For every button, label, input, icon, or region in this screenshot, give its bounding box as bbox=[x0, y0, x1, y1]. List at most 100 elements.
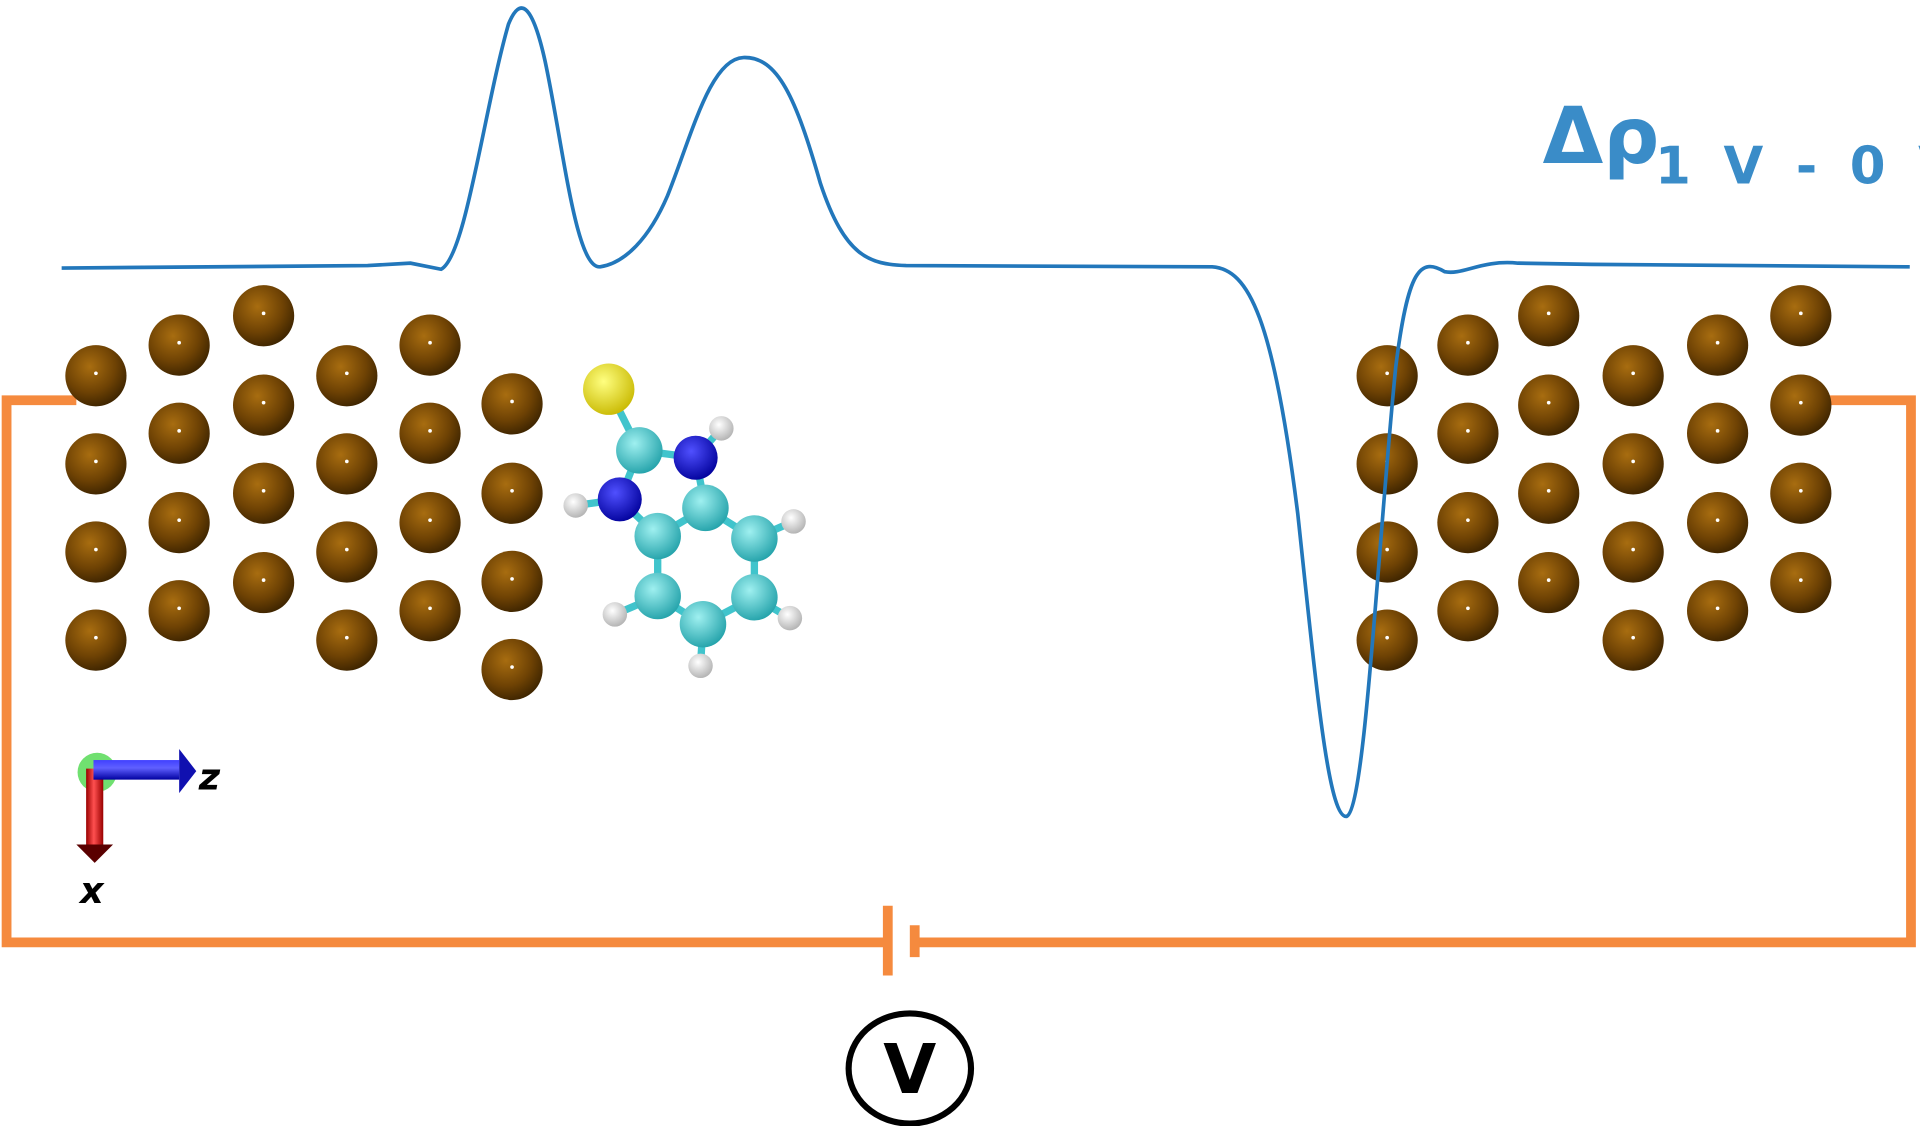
gold-atom bbox=[1518, 551, 1580, 614]
atom-highlight bbox=[1385, 371, 1389, 376]
voltmeter: V bbox=[845, 1010, 975, 1126]
carbon-atom bbox=[731, 515, 778, 562]
carbon-atom bbox=[682, 484, 729, 532]
circuit-wire bbox=[1, 395, 1916, 976]
molecule-atoms bbox=[563, 363, 806, 679]
gold-atom bbox=[1437, 402, 1499, 464]
gold-atom bbox=[1770, 285, 1832, 347]
gold-atom bbox=[399, 314, 461, 376]
gold-atom bbox=[1687, 314, 1749, 376]
gold-atom bbox=[481, 462, 543, 524]
carbon-atom bbox=[679, 600, 727, 648]
atom-highlight bbox=[344, 371, 349, 376]
hydrogen-atom bbox=[781, 509, 806, 534]
atom-highlight bbox=[1715, 606, 1720, 611]
atom-highlight bbox=[1631, 371, 1635, 376]
atom-highlight bbox=[261, 578, 266, 582]
atom-highlight bbox=[1385, 635, 1389, 640]
gold-atom bbox=[1770, 551, 1832, 614]
gold-atom bbox=[232, 285, 295, 347]
atom-highlight bbox=[1546, 578, 1551, 582]
gold-atom bbox=[316, 433, 378, 495]
gold-atom bbox=[65, 345, 127, 407]
nitrogen-atom bbox=[597, 477, 642, 522]
gold-atom bbox=[232, 551, 295, 614]
gold-atom bbox=[1687, 580, 1749, 642]
gold-atom bbox=[481, 550, 543, 612]
atom-highlight bbox=[428, 340, 432, 345]
sulfur-atom bbox=[583, 363, 635, 415]
atom-highlight bbox=[1466, 428, 1470, 433]
gold-atom bbox=[1518, 374, 1580, 436]
atom-highlight bbox=[1466, 606, 1470, 611]
atom-highlight bbox=[344, 547, 349, 552]
atom-highlight bbox=[177, 340, 181, 345]
gold-atom bbox=[399, 402, 461, 464]
atom-highlight bbox=[94, 547, 98, 552]
carbon-atom bbox=[634, 512, 681, 560]
gold-atom bbox=[65, 609, 127, 671]
carbon-atom bbox=[616, 427, 663, 474]
hydrogen-atom bbox=[709, 416, 734, 441]
gold-atom bbox=[316, 609, 378, 671]
gold-atom bbox=[1770, 374, 1832, 436]
atom-highlight bbox=[1798, 488, 1803, 493]
atom-highlight bbox=[1798, 578, 1803, 582]
gold-atom bbox=[1602, 433, 1664, 495]
gold-atom bbox=[1437, 314, 1499, 376]
atom-highlight bbox=[261, 400, 266, 405]
z-axis-arrow bbox=[93, 760, 180, 780]
voltmeter-label: V bbox=[883, 1030, 936, 1110]
atom-highlight bbox=[1466, 518, 1470, 522]
hydrogen-atom bbox=[688, 653, 713, 679]
atom-highlight bbox=[261, 311, 266, 316]
atom-highlight bbox=[344, 635, 349, 640]
hydrogen-atom bbox=[563, 493, 588, 518]
atom-highlight bbox=[510, 488, 514, 493]
atom-highlight bbox=[1715, 518, 1720, 522]
gold-atom bbox=[1687, 492, 1749, 554]
gold-atom bbox=[1602, 345, 1664, 407]
atom-highlight bbox=[1546, 311, 1551, 316]
atom-highlight bbox=[1546, 400, 1551, 405]
atom-highlight bbox=[510, 577, 514, 581]
atom-highlight bbox=[1546, 488, 1551, 493]
gold-atom bbox=[232, 462, 295, 524]
carbon-atom bbox=[634, 572, 681, 620]
gold-atom bbox=[232, 374, 295, 436]
gold-atom bbox=[1687, 402, 1749, 464]
gold-atom bbox=[148, 492, 210, 554]
atom-highlight bbox=[1798, 311, 1803, 316]
gold-atom bbox=[316, 521, 378, 583]
atom-highlight bbox=[428, 428, 432, 433]
gold-atom bbox=[481, 638, 543, 701]
gold-atom bbox=[1770, 462, 1832, 524]
atom-highlight bbox=[1715, 340, 1720, 345]
atom-highlight bbox=[261, 488, 266, 493]
atom-highlight bbox=[94, 371, 98, 376]
delta-rho-subscript: 1 V - 0 V bbox=[1655, 137, 1920, 197]
atom-highlight bbox=[1631, 635, 1635, 640]
gold-atom bbox=[148, 580, 210, 642]
x-axis-label: x bbox=[78, 869, 105, 912]
carbon-atom bbox=[731, 574, 778, 621]
gold-atom bbox=[148, 314, 210, 376]
delta-rho-symbol: Δρ bbox=[1543, 91, 1660, 182]
atom-highlight bbox=[344, 459, 349, 464]
gold-atom bbox=[1356, 345, 1418, 407]
hydrogen-atom bbox=[777, 605, 803, 631]
gold-atom bbox=[1518, 285, 1580, 347]
atom-highlight bbox=[1631, 459, 1635, 464]
gold-atom bbox=[316, 345, 378, 407]
atom-highlight bbox=[177, 518, 181, 522]
nitrogen-atom bbox=[673, 435, 718, 480]
atom-highlight bbox=[1385, 547, 1389, 552]
gold-atom bbox=[1602, 609, 1664, 671]
gold-atom bbox=[1437, 492, 1499, 554]
axis-indicator: z x bbox=[76, 749, 221, 912]
gold-atom bbox=[1602, 521, 1664, 583]
right-gold-electrode bbox=[1356, 285, 1832, 671]
gold-atom bbox=[399, 492, 461, 554]
gold-atom bbox=[1356, 521, 1418, 583]
